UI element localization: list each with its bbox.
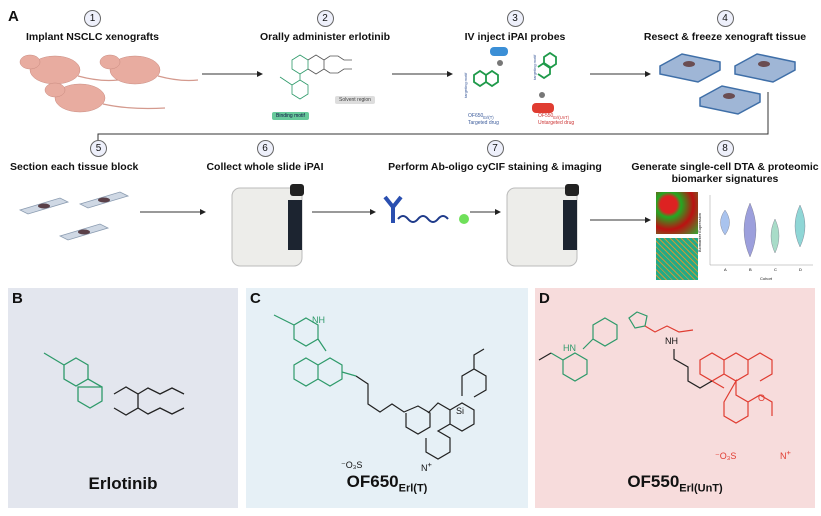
violin-axes — [709, 195, 813, 266]
cycif-image-1 — [656, 192, 698, 234]
step-title: Section each tissue block — [10, 161, 139, 173]
n-plus-atom: N+ — [780, 448, 791, 461]
step-title: Generate single-cell DTA & proteomic bio… — [631, 161, 819, 185]
si-atom: Si — [456, 406, 465, 416]
targeting-motif-label-targeted: targeting motif — [463, 72, 468, 98]
sulfonate-group: ⁻O₃S — [715, 451, 737, 461]
molecule-name-erlotinib: Erlotinib — [88, 474, 158, 493]
violin-B — [743, 202, 757, 258]
erlotinib-structure-small — [279, 54, 352, 100]
targeting-motif-label-untargeted: targeting motif — [532, 54, 537, 80]
antibody-oligo-illustration — [383, 195, 469, 224]
violin-A — [720, 209, 730, 236]
step-number: 5 — [90, 140, 107, 157]
step-number: 6 — [256, 140, 274, 157]
step-title: Perform Ab-oligo cyCIF staining & imagin… — [388, 161, 602, 173]
panel-label-a: A — [8, 8, 19, 25]
molecule-name-of550: OF550Erl(UnT) — [627, 471, 723, 494]
slide-scanner-2 — [506, 184, 579, 267]
violin-C — [770, 218, 780, 254]
panel-label-d: D — [539, 290, 550, 307]
untargeted-drug-name: OF550Erl(UnT) — [538, 113, 569, 120]
ipai-probes-illustration — [473, 47, 557, 113]
violin-tick-label: A — [724, 267, 727, 272]
binding-motif-label: Binding motif — [272, 112, 309, 120]
step-number: 4 — [716, 10, 734, 27]
of650-structure — [273, 314, 487, 460]
hn-atom: HN — [563, 343, 576, 353]
step-number: 7 — [486, 140, 504, 157]
violin-tick-label: B — [749, 267, 752, 272]
of550-structure — [538, 311, 773, 424]
step-number: 2 — [316, 10, 334, 27]
violin-plot: A B C D — [709, 195, 813, 272]
violin-tick-label: C — [774, 267, 777, 272]
untargeted-drug-label: Untargeted drug — [538, 120, 575, 126]
nh-atom: NH — [665, 336, 678, 346]
panel-b: B Erlotinib — [8, 288, 238, 508]
targeted-drug-label: Targeted drug — [468, 120, 499, 126]
violin-ylabel: Biomarker Expression — [697, 212, 703, 253]
panel-d: D HN O N+ ⁻O₃S NH OF550Erl(UnT) — [535, 288, 815, 508]
step-title: Collect whole slide iPAI — [206, 161, 324, 173]
cycif-image-2 — [656, 238, 698, 280]
step-title: Implant NSCLC xenografts — [25, 31, 159, 43]
step-number: 8 — [716, 140, 734, 157]
mice-illustration — [19, 54, 199, 113]
panel-label-b: B — [12, 290, 23, 307]
nh-atom: NH — [312, 315, 325, 325]
step-number: 1 — [84, 10, 101, 27]
frozen-tissue-blocks — [659, 53, 796, 115]
targeted-drug-name: OF650Erl(T) — [468, 113, 494, 120]
panel-c: C Si N+ ⁻O₃S NH OF650Erl(T) — [246, 288, 528, 508]
violin-xlabel: Cohort — [760, 276, 773, 281]
panel-label-c: C — [250, 290, 261, 307]
solvent-region-label: Solvent region — [335, 96, 375, 104]
step-title: Orally administer erlotinib — [259, 31, 391, 43]
violin-tick-label: D — [799, 267, 802, 272]
molecule-name-of650: OF650Erl(T) — [346, 471, 428, 494]
step-number: 3 — [506, 10, 524, 27]
slide-scanner-1 — [231, 184, 304, 267]
erlotinib-structure — [43, 352, 185, 416]
step-title: Resect & freeze xenograft tissue — [643, 31, 807, 43]
o-atom: O — [758, 393, 766, 403]
tissue-slides — [18, 191, 130, 241]
step-title: IV inject iPAI probes — [464, 31, 566, 43]
sulfonate-group: ⁻O₃S — [341, 460, 363, 470]
violin-D — [794, 204, 806, 248]
step-3: 3 IV inject iPAI probes — [440, 10, 590, 43]
n-plus-atom: N+ — [421, 460, 432, 473]
